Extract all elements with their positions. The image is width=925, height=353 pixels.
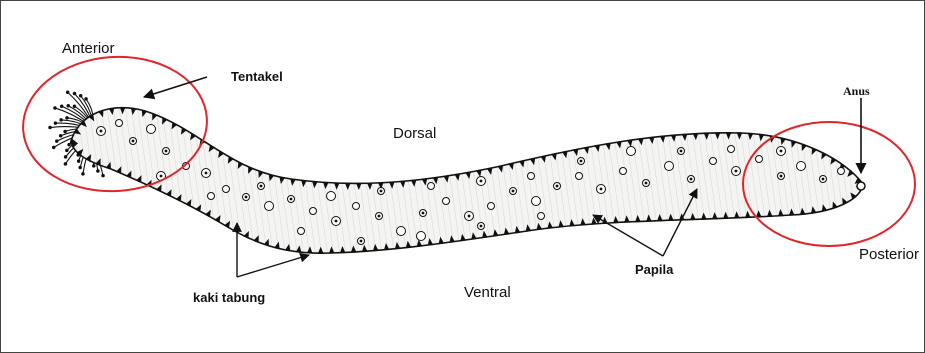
kaki-tabung-arrow-2 <box>237 255 309 277</box>
papilla-center <box>290 198 293 201</box>
papilla <box>298 228 305 235</box>
papilla <box>223 186 230 193</box>
papilla <box>710 158 717 165</box>
tentacle-tip <box>73 105 75 107</box>
papilla <box>488 203 495 210</box>
tentacle-tip <box>66 117 68 119</box>
papilla-center <box>245 196 248 199</box>
tentacle-tip <box>93 165 95 167</box>
papilla <box>147 125 156 134</box>
papilla-center <box>580 160 583 163</box>
tentacle-tip <box>66 91 68 93</box>
papilla-center <box>822 178 825 181</box>
papilla <box>627 147 636 156</box>
papilla-center <box>780 150 783 153</box>
papilla-center <box>380 190 383 193</box>
tentacle-tip <box>64 156 66 158</box>
papilla-center <box>645 182 648 185</box>
tentacle-tip <box>82 173 84 175</box>
label-papila: Papila <box>635 262 674 277</box>
papilla <box>538 213 545 220</box>
papilla <box>428 183 435 190</box>
papilla-center <box>160 175 163 178</box>
papilla <box>265 202 274 211</box>
tentacle-tip <box>54 107 56 109</box>
papilla <box>728 146 735 153</box>
papilla <box>576 173 583 180</box>
tentacle-tip <box>66 149 68 151</box>
papilla <box>443 198 450 205</box>
tentacle-tip <box>68 143 70 145</box>
tentacle-tip <box>79 166 81 168</box>
papilla <box>417 232 426 241</box>
label-anterior: Anterior <box>62 40 115 57</box>
papilla-center <box>735 170 738 173</box>
papilla-center <box>205 172 208 175</box>
papilla-center <box>556 185 559 188</box>
tentacle-tip <box>59 135 61 137</box>
tentacle-tip <box>60 105 62 107</box>
tentacle-tip <box>64 130 66 132</box>
papilla <box>327 192 336 201</box>
tentacle-tip <box>97 170 99 172</box>
papilla <box>532 197 541 206</box>
tentacle-tip <box>60 119 62 121</box>
papilla-center <box>422 212 425 215</box>
label-anus: Anus <box>843 84 870 98</box>
papilla-center <box>100 130 103 133</box>
papilla <box>528 173 535 180</box>
papilla <box>116 120 123 127</box>
papilla-center <box>132 140 135 143</box>
papilla <box>353 203 360 210</box>
tentacle-tip <box>64 163 66 165</box>
label-kaki-tabung: kaki tabung <box>193 290 265 305</box>
papilla <box>397 227 406 236</box>
papilla-center <box>360 240 363 243</box>
papilla <box>838 168 845 175</box>
papilla-center <box>480 225 483 228</box>
papilla-center <box>165 150 168 153</box>
papilla-center <box>378 215 381 218</box>
tentakel-arrow <box>144 77 207 97</box>
label-ventral: Ventral <box>464 284 511 301</box>
label-posterior: Posterior <box>859 246 919 263</box>
tentacle-tip <box>56 140 58 142</box>
tentacle-tip <box>54 122 56 124</box>
papilla-center <box>680 150 683 153</box>
papilla-center <box>780 175 783 178</box>
papilla <box>310 208 317 215</box>
papilla <box>665 162 674 171</box>
papilla-center <box>600 188 603 191</box>
papilla <box>620 168 627 175</box>
papilla <box>797 162 806 171</box>
body-texture <box>71 108 863 253</box>
tentacle-tip <box>53 146 55 148</box>
label-tentakel: Tentakel <box>231 69 283 84</box>
tentacle-tip <box>73 92 75 94</box>
tentacle-tip <box>67 105 69 107</box>
papilla-center <box>335 220 338 223</box>
papilla <box>756 156 763 163</box>
label-dorsal: Dorsal <box>393 125 436 142</box>
papilla-center <box>468 215 471 218</box>
tentacle-tip <box>79 95 81 97</box>
papilla-center <box>480 180 483 183</box>
papilla-center <box>690 178 693 181</box>
tentacle-tip <box>85 98 87 100</box>
tentacle-tip <box>49 126 51 128</box>
papilla-center <box>512 190 515 193</box>
tentacle-tip <box>102 174 104 176</box>
tentacle-tip <box>77 160 79 162</box>
papilla <box>208 193 215 200</box>
anus-opening <box>857 182 865 190</box>
papilla-center <box>260 185 263 188</box>
